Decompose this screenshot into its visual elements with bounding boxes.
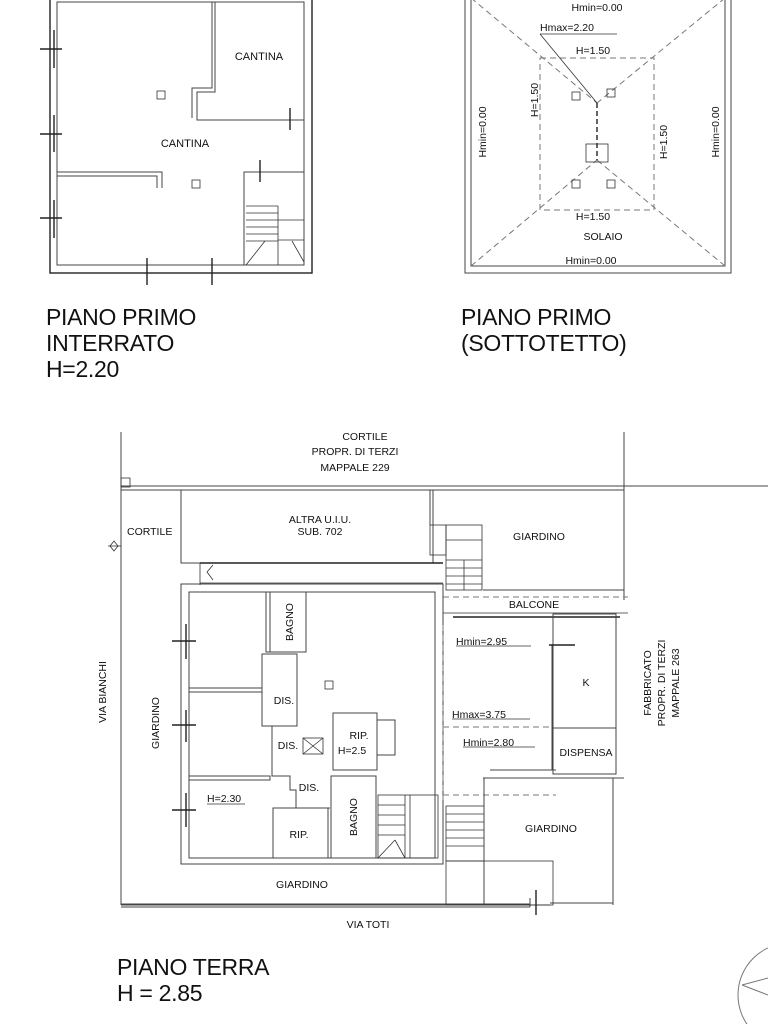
attic-title-line-2: (SOTTOTETTO) bbox=[461, 330, 627, 356]
street-bottom-label: VIA TOTI bbox=[347, 919, 390, 931]
attic-plan: Hmin=0.00 Hmax=2.20 H=1.50 H=1.50 H=1.50… bbox=[464, 0, 732, 274]
ground-title: PIANO TERRA H = 2.85 bbox=[117, 954, 270, 1006]
attic-title: PIANO PRIMO (SOTTOTETTO) bbox=[461, 304, 627, 356]
other-unit-label: ALTRA U.I.U. bbox=[289, 514, 351, 526]
balcony-label: BALCONE bbox=[509, 599, 559, 611]
room-rip-top: RIP. bbox=[349, 730, 368, 742]
room-kitchen: K bbox=[582, 677, 589, 689]
room-bagno-bottom: BAGNO bbox=[348, 798, 360, 836]
cortile-left-label: CORTILE bbox=[127, 526, 172, 538]
basement-title: PIANO PRIMO INTERRATO H=2.20 bbox=[46, 304, 196, 382]
basement-room-label: CANTINA bbox=[161, 138, 210, 150]
street-left-label: VIA BIANCHI bbox=[97, 661, 109, 723]
attic-hmin-right: Hmin=0.00 bbox=[710, 106, 722, 157]
courtyard-owner-label: PROPR. DI TERZI bbox=[312, 446, 399, 458]
attic-h-left: H=1.50 bbox=[529, 83, 541, 117]
garden-top-label: GIARDINO bbox=[513, 531, 565, 543]
attic-hmin-bottom: Hmin=0.00 bbox=[565, 255, 616, 267]
attic-hmin-top: Hmin=0.00 bbox=[571, 2, 622, 14]
ground-title-line-1: PIANO TERRA bbox=[117, 954, 270, 980]
ground-plan: CORTILE PROPR. DI TERZI MAPPALE 229 CORT… bbox=[97, 431, 768, 931]
height-label-hmax-375: Hmax=3.75 bbox=[452, 709, 506, 721]
basement-plan: CANTINA CANTINA bbox=[40, 0, 313, 285]
garden-right-label: GIARDINO bbox=[525, 823, 577, 835]
right-building-label: FABBRICATO bbox=[642, 650, 654, 716]
room-dis-3: DIS. bbox=[299, 782, 319, 794]
ground-title-line-2: H = 2.85 bbox=[117, 980, 203, 1006]
basement-room-label: CANTINA bbox=[235, 51, 284, 63]
right-building-owner-label: PROPR. DI TERZI bbox=[656, 640, 668, 727]
attic-hmin-left: Hmin=0.00 bbox=[477, 106, 489, 157]
right-building-parcel-label: MAPPALE 263 bbox=[670, 648, 682, 717]
basement-title-line-1: PIANO PRIMO bbox=[46, 304, 197, 330]
garden-bottom-label: GIARDINO bbox=[276, 879, 328, 891]
attic-h-bottom: H=1.50 bbox=[576, 211, 610, 223]
attic-hmax: Hmax=2.20 bbox=[540, 22, 594, 34]
room-dispensa: DISPENSA bbox=[559, 747, 612, 759]
basement-title-line-3: H=2.20 bbox=[46, 356, 120, 382]
attic-title-line-1: PIANO PRIMO bbox=[461, 304, 612, 330]
room-bagno-top: BAGNO bbox=[284, 603, 296, 641]
height-label-hmin-280: Hmin=2.80 bbox=[463, 737, 514, 749]
courtyard-parcel-label: MAPPALE 229 bbox=[320, 462, 389, 474]
courtyard-label: CORTILE bbox=[342, 431, 387, 443]
room-dis-2: DIS. bbox=[278, 740, 298, 752]
basement-title-line-2: INTERRATO bbox=[46, 330, 175, 356]
room-rip-bottom: RIP. bbox=[289, 829, 308, 841]
room-rip-top-height: H=2.5 bbox=[338, 745, 366, 757]
height-label-230: H=2.30 bbox=[207, 793, 241, 805]
compass-icon bbox=[737, 947, 768, 1024]
other-unit-sub-label: SUB. 702 bbox=[298, 526, 343, 538]
attic-h-top: H=1.50 bbox=[576, 45, 610, 57]
garden-left-label: GIARDINO bbox=[150, 697, 162, 749]
attic-h-right: H=1.50 bbox=[658, 125, 670, 159]
attic-room-label: SOLAIO bbox=[583, 231, 622, 243]
height-label-hmin-295: Hmin=2.95 bbox=[456, 636, 507, 648]
room-dis-1: DIS. bbox=[274, 695, 294, 707]
